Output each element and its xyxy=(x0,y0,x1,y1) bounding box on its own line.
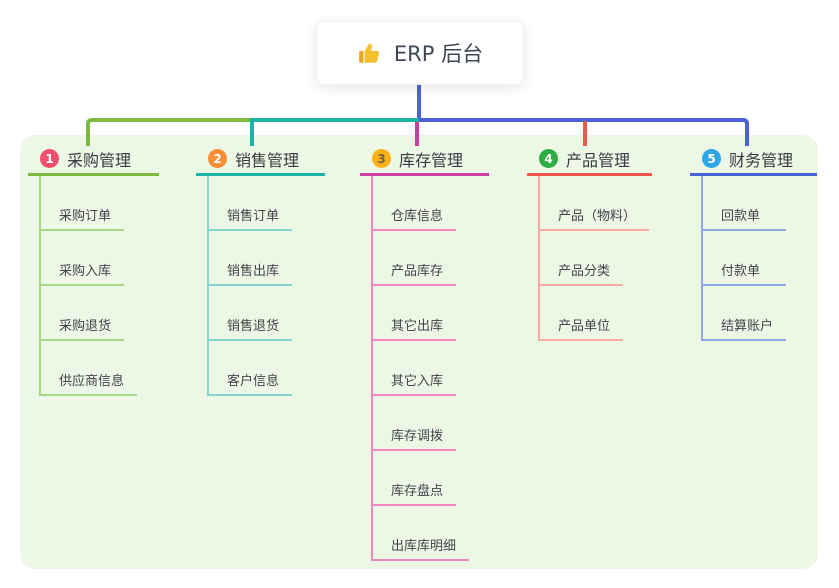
child-node[interactable]: 采购入库 xyxy=(41,231,125,286)
child-node[interactable]: 回款单 xyxy=(703,176,786,231)
child-node[interactable]: 采购订单 xyxy=(41,176,125,231)
branch-children: 回款单付款单结算账户 xyxy=(701,176,817,341)
child-node[interactable]: 产品库存 xyxy=(373,231,457,286)
thumbs-up-icon xyxy=(359,43,379,63)
child-node[interactable]: 结算账户 xyxy=(703,286,787,341)
branch-number-badge: 5 xyxy=(702,149,721,168)
child-node[interactable]: 其它入库 xyxy=(373,341,457,396)
branch-label: 销售管理 xyxy=(235,150,300,170)
root-node-label: ERP 后台 xyxy=(393,42,484,66)
branch-label: 采购管理 xyxy=(67,150,132,170)
child-node[interactable]: 采购退货 xyxy=(41,286,125,341)
branch-children: 产品（物料）产品分类产品单位 xyxy=(538,176,652,341)
branch-number-badge: 2 xyxy=(208,149,227,168)
branch-number-badge: 4 xyxy=(539,149,558,168)
child-node[interactable]: 供应商信息 xyxy=(41,341,138,396)
branch-number-badge: 1 xyxy=(40,149,59,168)
child-node[interactable]: 销售出库 xyxy=(209,231,293,286)
branch-children: 仓库信息产品库存其它出库其它入库库存调拨库存盘点出库库明细 xyxy=(371,176,489,561)
branch-1: 1 采购管理采购订单采购入库采购退货供应商信息 xyxy=(28,148,159,396)
branch-children: 销售订单销售出库销售退货客户信息 xyxy=(207,176,325,396)
child-node[interactable]: 产品（物料） xyxy=(540,176,650,231)
root-node-erp[interactable]: ERP 后台 xyxy=(316,21,524,85)
child-node[interactable]: 销售退货 xyxy=(209,286,293,341)
branch-number-badge: 3 xyxy=(372,149,391,168)
branch-2: 2 销售管理销售订单销售出库销售退货客户信息 xyxy=(196,148,325,396)
branch-4: 4 产品管理产品（物料）产品分类产品单位 xyxy=(527,148,652,341)
branch-label: 库存管理 xyxy=(399,150,464,170)
child-node[interactable]: 付款单 xyxy=(703,231,786,286)
branches-background-panel xyxy=(20,135,818,569)
branch-children: 采购订单采购入库采购退货供应商信息 xyxy=(39,176,159,396)
child-node[interactable]: 销售订单 xyxy=(209,176,293,231)
branch-header[interactable]: 3 库存管理 xyxy=(360,148,489,176)
branch-header[interactable]: 5 财务管理 xyxy=(690,148,817,176)
branch-header[interactable]: 4 产品管理 xyxy=(527,148,652,176)
child-node[interactable]: 其它出库 xyxy=(373,286,457,341)
branch-label: 产品管理 xyxy=(566,150,631,170)
child-node[interactable]: 客户信息 xyxy=(209,341,293,396)
child-node[interactable]: 产品单位 xyxy=(540,286,624,341)
child-node[interactable]: 库存调拨 xyxy=(373,396,457,451)
branch-header[interactable]: 2 销售管理 xyxy=(196,148,325,176)
branch-3: 3 库存管理仓库信息产品库存其它出库其它入库库存调拨库存盘点出库库明细 xyxy=(360,148,489,561)
branch-header[interactable]: 1 采购管理 xyxy=(28,148,159,176)
child-node[interactable]: 产品分类 xyxy=(540,231,624,286)
child-node[interactable]: 仓库信息 xyxy=(373,176,457,231)
child-node[interactable]: 出库库明细 xyxy=(373,506,470,561)
branch-label: 财务管理 xyxy=(729,150,794,170)
branch-5: 5 财务管理回款单付款单结算账户 xyxy=(690,148,817,341)
child-node[interactable]: 库存盘点 xyxy=(373,451,457,506)
